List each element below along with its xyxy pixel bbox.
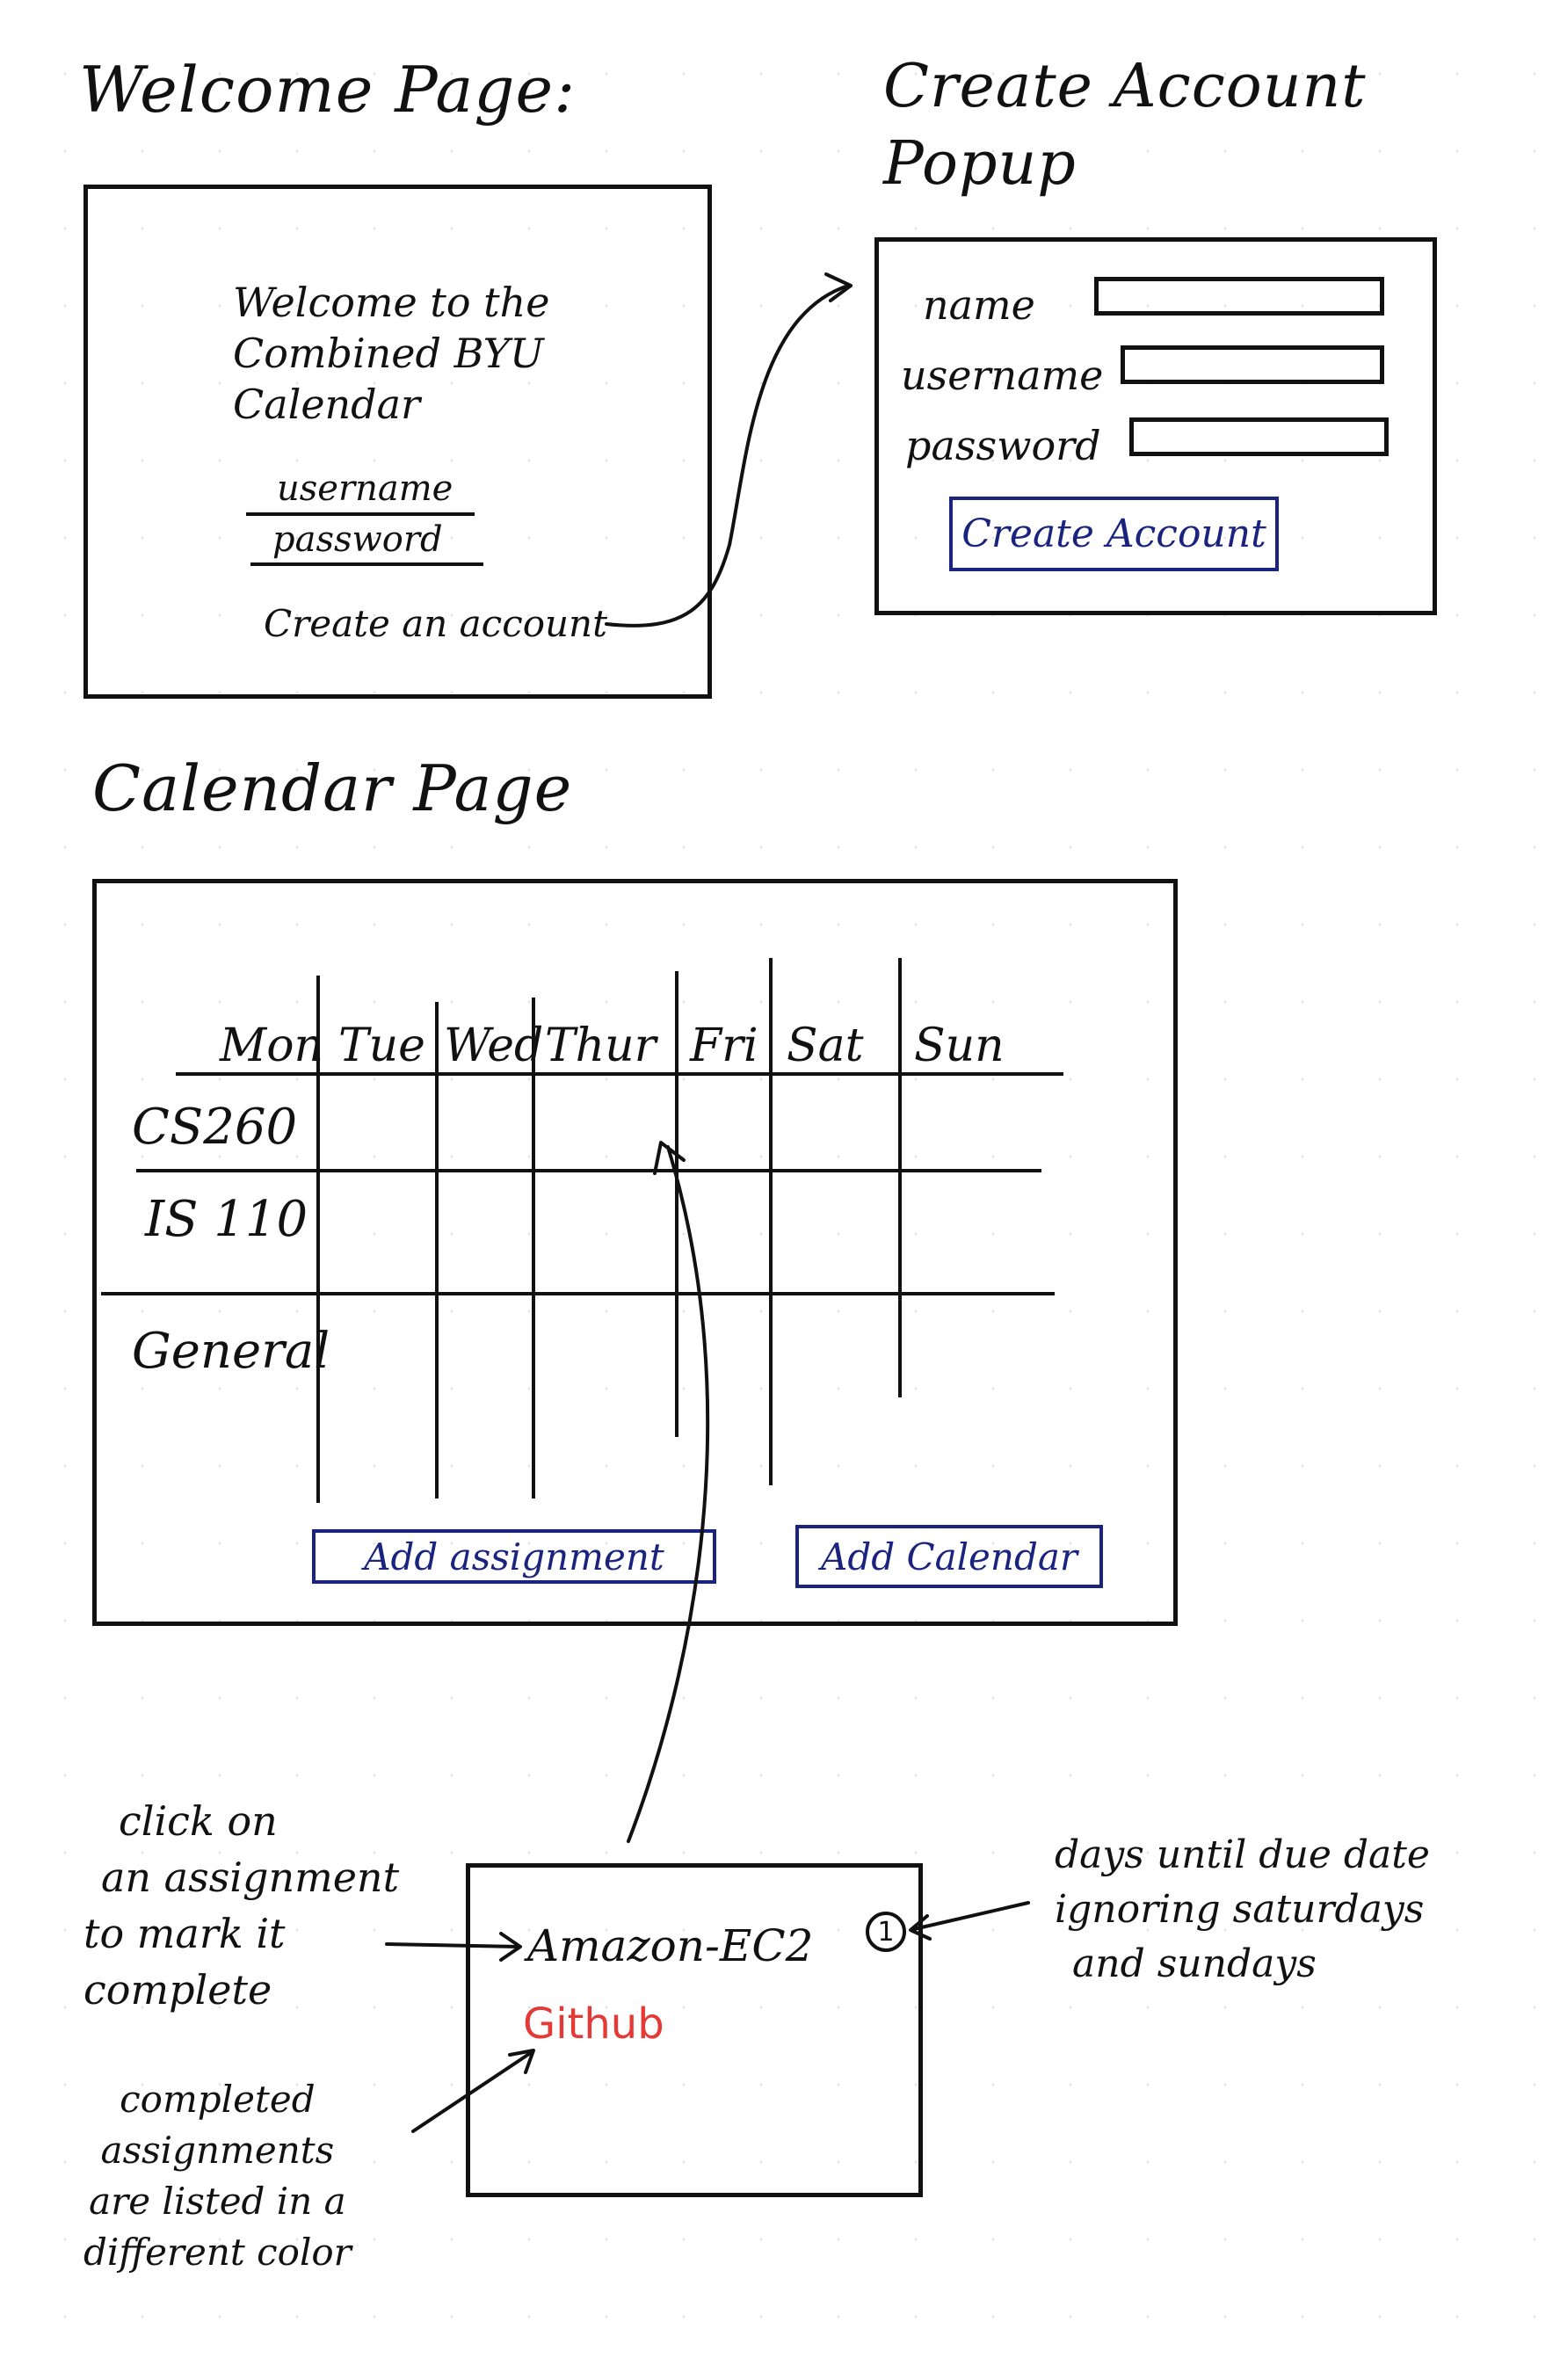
calendar-page-heading: Calendar Page bbox=[92, 751, 573, 825]
day-header-fri: Fri bbox=[690, 1019, 758, 1072]
column-divider-1 bbox=[316, 976, 320, 1503]
create-account-button[interactable]: Create Account bbox=[949, 497, 1279, 571]
completed-note-line-1: completed bbox=[120, 2078, 316, 2121]
arrow-to-badge bbox=[912, 1901, 1030, 1931]
days-until-due-note: days until due date ignoring saturdays a… bbox=[1055, 1828, 1430, 1992]
arrowhead-to-assignment bbox=[499, 1932, 522, 1962]
click-note-line-3: to mark it bbox=[83, 1910, 286, 1957]
popup-heading: Create Account Popup bbox=[883, 48, 1367, 203]
day-header-thur: Thur bbox=[545, 1019, 657, 1072]
assignment-detail-frame: Amazon-EC2 1 Github bbox=[466, 1863, 923, 2197]
row-divider-2 bbox=[101, 1292, 1055, 1295]
arrowhead-to-badge bbox=[909, 1914, 932, 1941]
days-until-due-badge: 1 bbox=[866, 1912, 906, 1952]
completed-note-line-2: assignments bbox=[100, 2129, 335, 2172]
password-field[interactable] bbox=[1129, 417, 1389, 456]
arrowhead-to-popup bbox=[824, 272, 853, 302]
popup-heading-line-2: Popup bbox=[883, 129, 1077, 199]
welcome-page-heading: Welcome Page: bbox=[79, 53, 577, 127]
username-input[interactable] bbox=[246, 512, 475, 516]
password-label: password bbox=[272, 519, 443, 560]
arrow-to-github bbox=[411, 2050, 533, 2133]
days-note-line-2: ignoring saturdays bbox=[1055, 1887, 1425, 1932]
welcome-intro-line-1: Welcome to the bbox=[233, 279, 550, 326]
welcome-page-frame: Welcome to the Combined BYU Calendar use… bbox=[83, 185, 712, 699]
row-label-is110: IS 110 bbox=[145, 1191, 308, 1248]
create-account-link[interactable]: Create an account bbox=[264, 602, 607, 645]
password-field-label: password bbox=[905, 422, 1101, 469]
click-note-line-2: an assignment bbox=[101, 1854, 400, 1901]
day-header-mon: Mon bbox=[220, 1019, 324, 1072]
arrow-to-assignment bbox=[385, 1942, 520, 1948]
welcome-intro-line-2: Combined BYU bbox=[233, 330, 544, 377]
completed-note-line-3: are listed in a bbox=[89, 2180, 346, 2223]
day-header-sun: Sun bbox=[914, 1019, 1005, 1072]
completed-note-line-4: different color bbox=[83, 2231, 352, 2274]
completed-color-note: completed assignments are listed in a di… bbox=[83, 2074, 352, 2278]
popup-heading-line-1: Create Account bbox=[883, 52, 1367, 121]
create-account-popup-frame: name username password Create Account bbox=[874, 237, 1437, 615]
row-label-cs260: CS260 bbox=[132, 1099, 298, 1156]
arrow-to-popup bbox=[605, 284, 850, 628]
row-label-general: General bbox=[132, 1323, 330, 1380]
calendar-page-frame bbox=[92, 879, 1178, 1626]
name-field-label: name bbox=[923, 281, 1035, 329]
click-note-line-1: click on bbox=[119, 1797, 278, 1845]
day-header-sat: Sat bbox=[787, 1019, 864, 1072]
username-field-label: username bbox=[901, 352, 1104, 399]
welcome-intro-text: Welcome to the Combined BYU Calendar bbox=[233, 277, 550, 430]
column-divider-4 bbox=[675, 971, 678, 1437]
name-field[interactable] bbox=[1094, 277, 1384, 316]
assignment-item[interactable]: Amazon-EC2 bbox=[527, 1920, 814, 1971]
completed-assignment-item[interactable]: Github bbox=[523, 1999, 664, 2049]
column-divider-5 bbox=[769, 958, 773, 1485]
column-divider-6 bbox=[898, 958, 902, 1397]
username-field[interactable] bbox=[1121, 345, 1384, 384]
add-calendar-button[interactable]: Add Calendar bbox=[795, 1525, 1103, 1588]
days-note-line-1: days until due date bbox=[1055, 1832, 1430, 1877]
arrowhead-to-calendar-cell bbox=[653, 1141, 686, 1175]
username-label: username bbox=[277, 468, 453, 509]
days-note-line-3: and sundays bbox=[1072, 1941, 1317, 1986]
day-header-wed: Wed bbox=[444, 1019, 544, 1072]
arrow-to-calendar-cell bbox=[627, 1145, 710, 1843]
header-underline bbox=[176, 1072, 1063, 1076]
column-divider-2 bbox=[435, 1002, 439, 1498]
day-header-tue: Tue bbox=[338, 1019, 425, 1072]
click-to-complete-note: click on an assignment to mark it comple… bbox=[83, 1793, 399, 2018]
password-input[interactable] bbox=[250, 562, 483, 566]
add-assignment-button[interactable]: Add assignment bbox=[312, 1529, 716, 1584]
arrowhead-to-github bbox=[508, 2049, 535, 2074]
row-divider-1 bbox=[136, 1169, 1041, 1172]
welcome-intro-line-3: Calendar bbox=[233, 381, 421, 428]
column-divider-3 bbox=[532, 998, 535, 1498]
click-note-line-4: complete bbox=[83, 1966, 272, 2014]
